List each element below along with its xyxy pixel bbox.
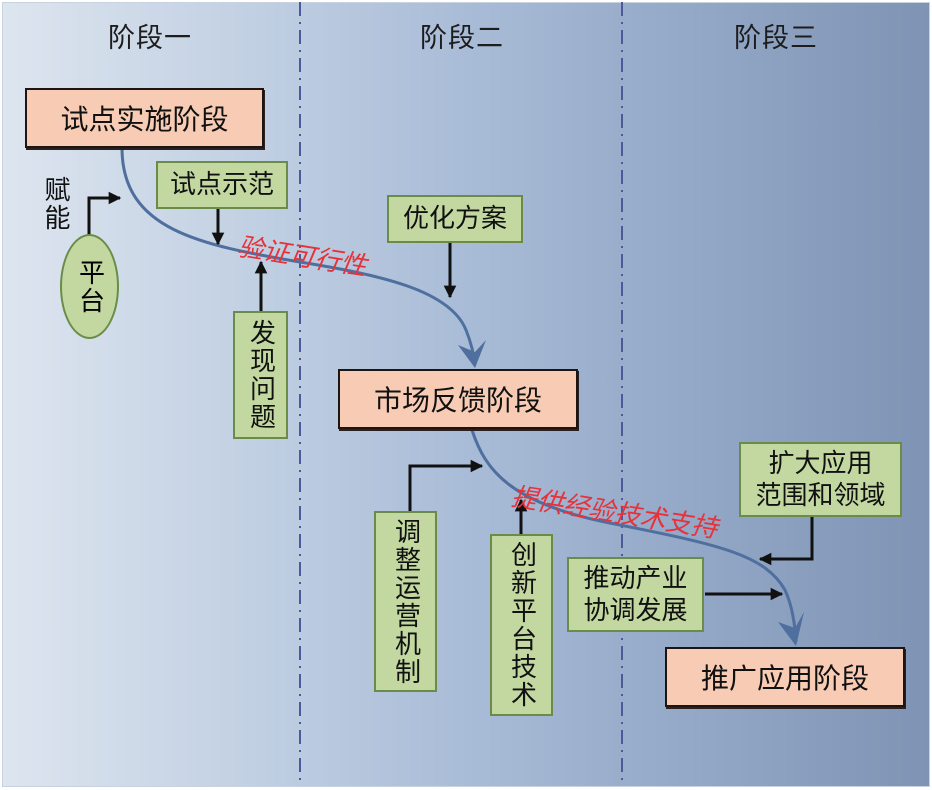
- stage-pilot-label: 试点实施阶段: [60, 103, 229, 136]
- input-promote-industry: 推动产业 协调发展: [567, 557, 704, 632]
- phase-title-2: 阶段二: [420, 23, 504, 54]
- platform-label: 平台: [74, 258, 105, 315]
- stage-promotion-label: 推广应用阶段: [700, 662, 869, 695]
- input-pilot-demo: 试点示范: [156, 161, 288, 209]
- adjust-operation-arrow: [408, 459, 484, 512]
- empower-label: 赋能: [40, 176, 70, 232]
- input-optimize-plan: 优化方案: [387, 195, 523, 243]
- input-adjust-operation: 调整运营机制: [374, 511, 437, 692]
- platform-oval: 平台: [60, 234, 119, 339]
- phase-title-3: 阶段三: [734, 23, 818, 54]
- stage-promotion: 推广应用阶段: [665, 647, 905, 707]
- flow-curve-pilot-to-feedback: [120, 147, 477, 366]
- flow-arrowhead-1: [458, 340, 486, 368]
- input-expand-scope: 扩大应用 范围和领域: [739, 442, 902, 517]
- empower-arrow: [87, 191, 122, 235]
- input-find-problems: 发现问题: [233, 311, 288, 439]
- flow-curve-feedback-to-promotion: [470, 429, 798, 643]
- phase-title-1: 阶段一: [108, 23, 192, 54]
- stage-pilot: 试点实施阶段: [25, 88, 264, 148]
- stage-feedback-label: 市场反馈阶段: [373, 384, 542, 417]
- flow-arrowhead-2: [778, 612, 804, 646]
- input-innovate-platform: 创新平台技术: [490, 534, 553, 716]
- expand-scope-arrow: [758, 516, 814, 566]
- stage-feedback: 市场反馈阶段: [338, 369, 578, 429]
